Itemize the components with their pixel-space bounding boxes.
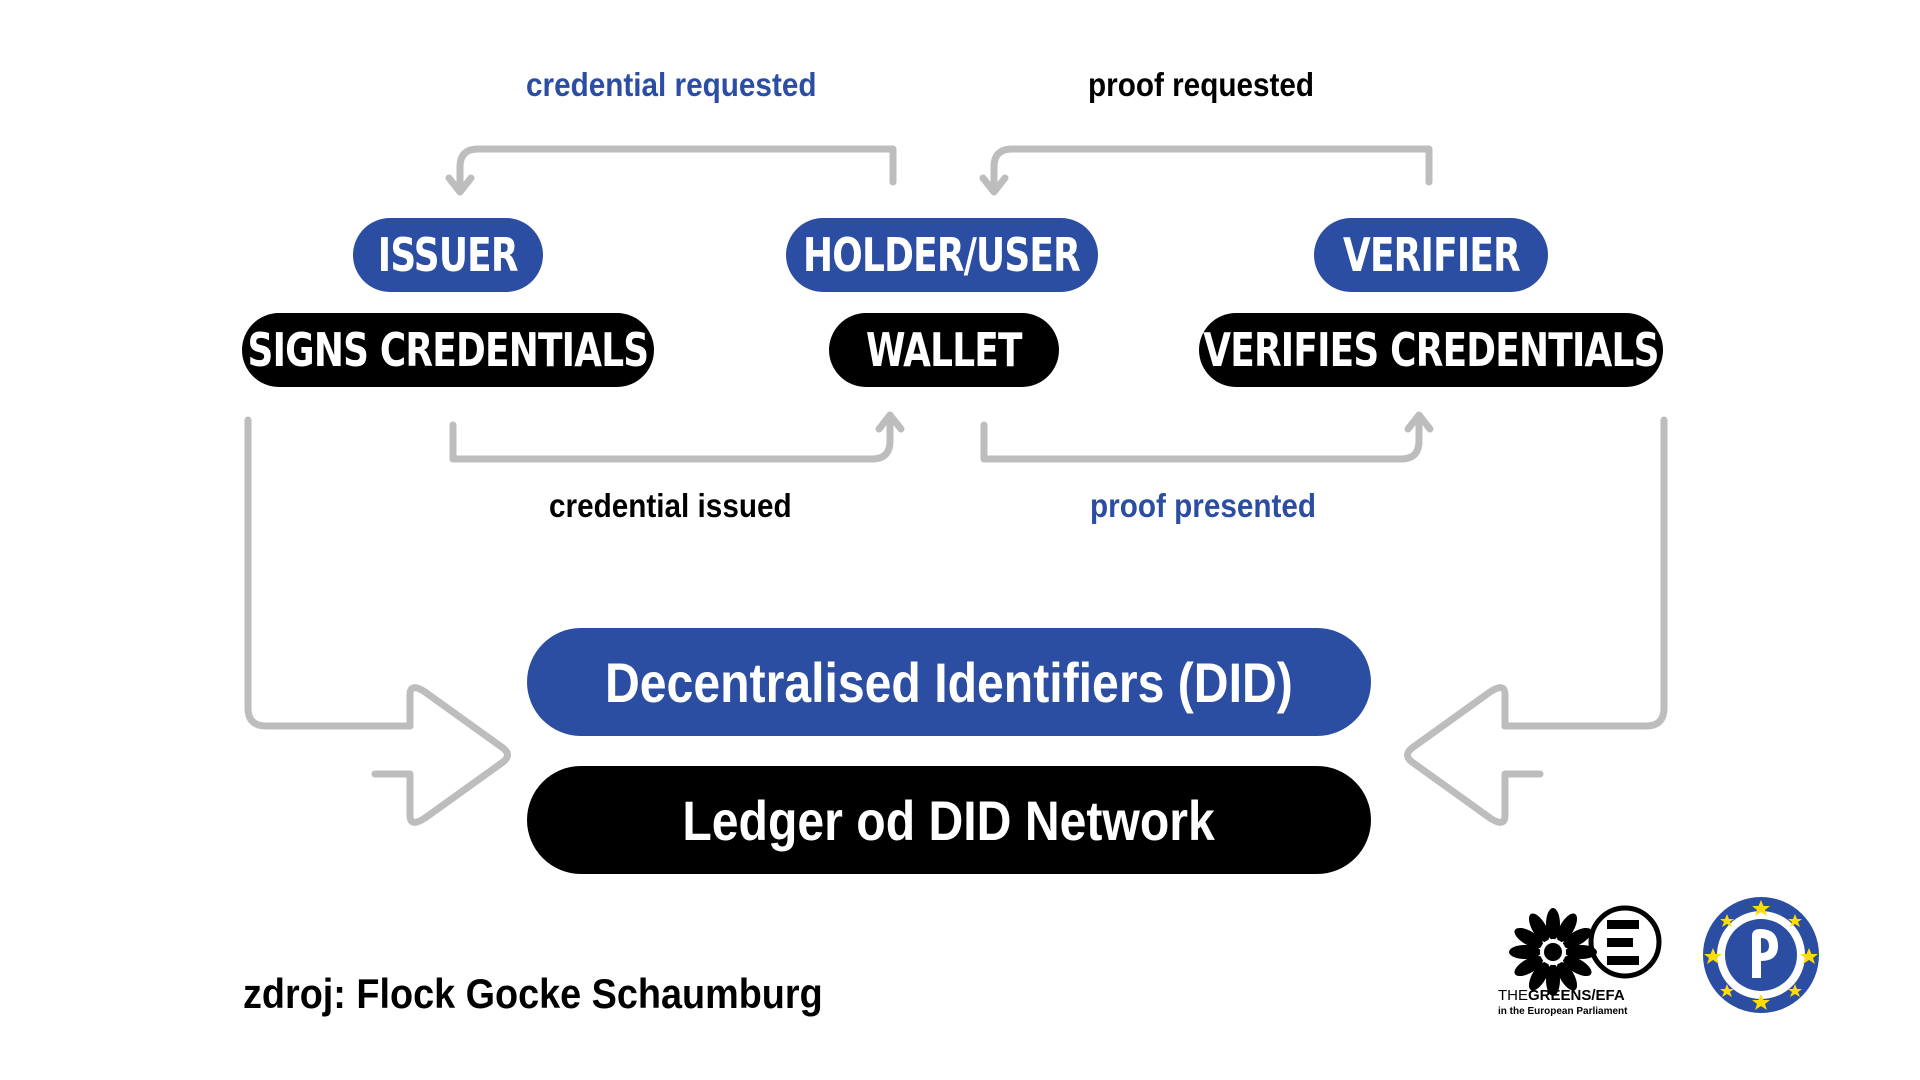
credential-requested-arrowhead (445, 174, 475, 196)
issuer-pill: ISSUER (353, 218, 543, 292)
did-pill: Decentralised Identifiers (DID) (527, 628, 1371, 736)
proof-presented-label: proof presented (1090, 487, 1317, 524)
proof-requested-arrowhead (979, 174, 1009, 196)
issuer-to-did-big-arrow (371, 684, 511, 826)
credential-issued-arrowhead (875, 411, 905, 433)
proof-requested-arrow (990, 145, 1433, 194)
verifier-to-did-big-arrow (1404, 684, 1544, 826)
verifier-function-pill: VERIFIES CREDENTIALS (1199, 313, 1663, 387)
proof-presented-arrowhead (1404, 411, 1434, 433)
svg-text:THEGREENS/EFA: THEGREENS/EFA (1498, 987, 1625, 1004)
verifier-pill: VERIFIER (1314, 218, 1548, 292)
proof-requested-label: proof requested (1088, 66, 1315, 103)
pirate-party-logo (1702, 896, 1820, 1014)
svg-text:in the European Parliament: in the European Parliament (1498, 1006, 1628, 1017)
issuer-to-did-connector (244, 416, 414, 730)
verifier-to-did-connector (1501, 416, 1668, 730)
credential-requested-arrow (456, 145, 897, 194)
credential-issued-label: credential issued (549, 487, 792, 524)
holder-function-pill: WALLET (829, 313, 1059, 387)
source-credit: zdroj: Flock Gocke Schaumburg (243, 970, 823, 1017)
proof-presented-arrow (980, 414, 1423, 463)
ledger-pill: Ledger od DID Network (527, 766, 1371, 874)
holder-pill: HOLDER/USER (786, 218, 1098, 292)
issuer-function-pill: SIGNS CREDENTIALS (242, 313, 654, 387)
greens-efa-logo: THEGREENS/EFA in the European Parliament (1495, 890, 1675, 1020)
credential-issued-arrow (449, 414, 894, 463)
credential-requested-label: credential requested (526, 66, 817, 103)
